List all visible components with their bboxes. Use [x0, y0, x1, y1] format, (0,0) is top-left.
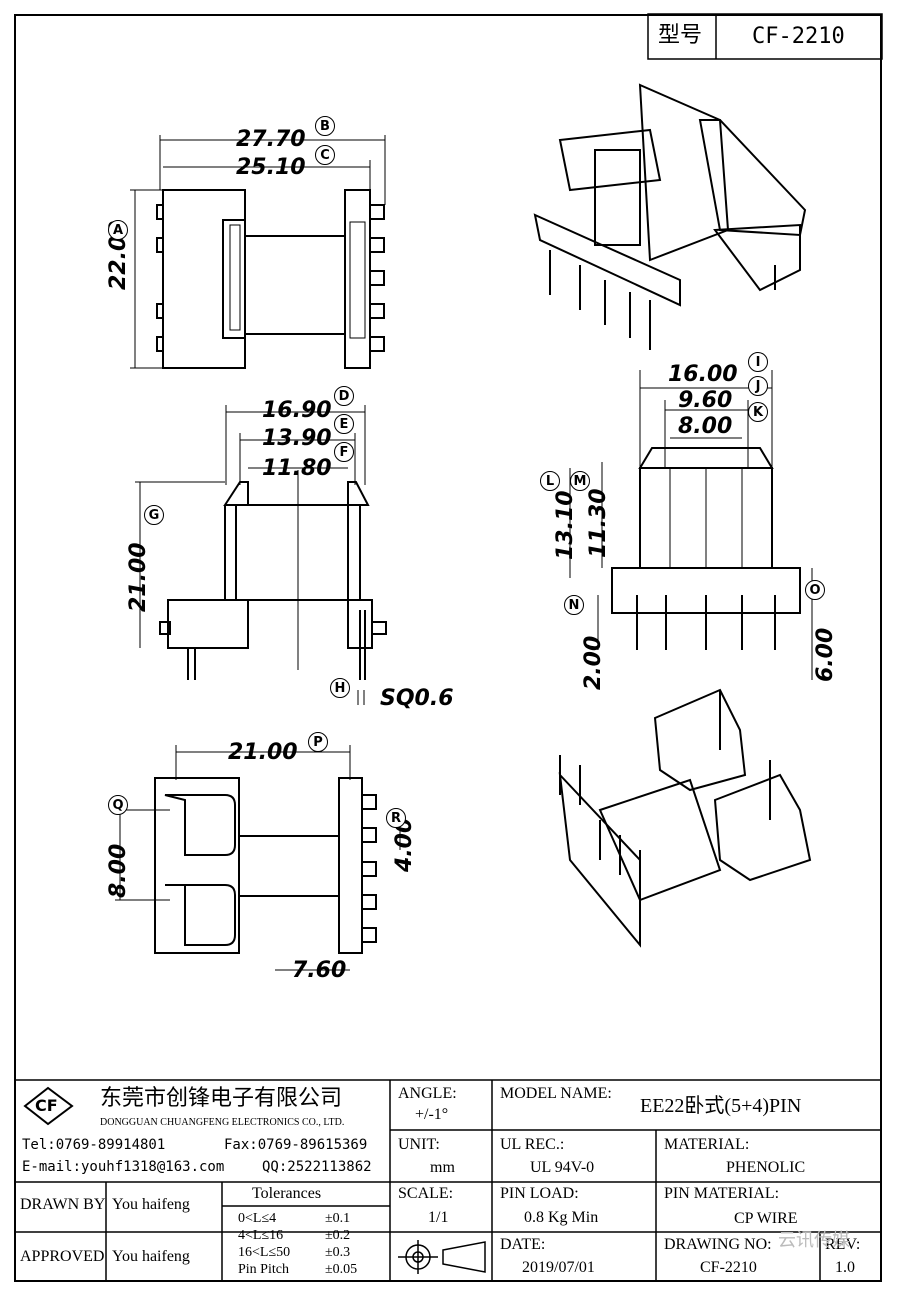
marker-l: L [540, 471, 560, 491]
tolerance-range: Pin Pitch [238, 1262, 289, 1277]
model-label: 型号 [658, 23, 703, 48]
drawing-frame [14, 14, 882, 1282]
front-view [156, 189, 385, 369]
marker-d: D [334, 386, 354, 406]
company-email: E-mail:youhf1318@163.com [22, 1159, 225, 1175]
marker-o: O [805, 580, 825, 600]
header-box [647, 13, 883, 60]
tolerance-range: 4<L≤16 [238, 1228, 284, 1243]
dim-7-60: 7.60 [292, 958, 347, 983]
dim-11-80: 11.80 [262, 456, 332, 481]
pin-material-label: PIN MATERIAL: [664, 1185, 780, 1202]
side-view [159, 481, 387, 680]
marker-p: P [308, 732, 328, 752]
dim-16-90: 16.90 [262, 398, 332, 423]
scale-value: 1/1 [428, 1209, 449, 1226]
model-name-value: EE22卧式(5+4)PIN [640, 1095, 802, 1117]
material-label: MATERIAL: [664, 1136, 750, 1153]
dim-sq: SQ0.6 [380, 686, 454, 711]
marker-c: C [315, 145, 335, 165]
dim-21-00-side: 21.00 [126, 542, 151, 612]
tolerance-value: ±0.3 [325, 1245, 351, 1260]
drawn-by-value: You haifeng [112, 1196, 190, 1213]
tolerance-range: 0<L≤4 [238, 1211, 277, 1226]
marker-i: I [748, 352, 768, 372]
pin-material-value: CP WIRE [734, 1210, 798, 1227]
approved-value: You haifeng [112, 1248, 190, 1265]
rev-value: 1.0 [835, 1259, 855, 1276]
date-value: 2019/07/01 [522, 1259, 595, 1276]
marker-g: G [144, 505, 164, 525]
model-name-label: MODEL NAME: [500, 1085, 612, 1102]
company-logo: CF [35, 1096, 58, 1115]
dim-13-10: 13.10 [553, 490, 578, 560]
material-value: PHENOLIC [726, 1159, 806, 1176]
tolerance-range: 16<L≤50 [238, 1245, 291, 1260]
company-qq: QQ:2522113862 [262, 1159, 372, 1175]
company-name-cn: 东莞市创锋电子有限公司 [100, 1086, 343, 1111]
dim-9-60: 9.60 [678, 388, 733, 413]
title-block-grid [14, 1079, 882, 1282]
unit-label: UNIT: [398, 1136, 440, 1153]
drawing-no-value: CF-2210 [700, 1259, 757, 1276]
tolerance-value: ±0.2 [325, 1228, 351, 1243]
dim-2-00: 2.00 [581, 635, 606, 690]
drawing-no-label: DRAWING NO: [664, 1236, 772, 1253]
ul-label: UL REC.: [500, 1136, 565, 1153]
dim-6-00: 6.00 [813, 627, 838, 682]
dim-16-00: 16.00 [668, 362, 738, 387]
tolerances-title: Tolerances [252, 1185, 322, 1202]
rev-label: REV: [825, 1236, 861, 1253]
drawn-by-label: DRAWN BY [20, 1196, 106, 1213]
dim-11-30: 11.30 [586, 488, 611, 558]
company-tel: Tel:0769-89914801 [22, 1137, 166, 1153]
right-view [611, 447, 801, 650]
dim-25-10: 25.10 [236, 155, 306, 180]
dim-8-00-bottom: 8.00 [106, 843, 131, 898]
tolerance-value: ±0.05 [325, 1262, 358, 1277]
marker-e: E [334, 414, 354, 434]
company-fax: Fax:0769-89615369 [224, 1137, 368, 1153]
dim-27-70: 27.70 [236, 127, 306, 152]
front-dims [130, 135, 386, 369]
marker-h: H [330, 678, 350, 698]
scale-label: SCALE: [398, 1185, 454, 1202]
dim-8-00-top: 8.00 [678, 414, 733, 439]
marker-r: R [386, 808, 406, 828]
dim-21-00-bottom: 21.00 [228, 740, 298, 765]
marker-f: F [334, 442, 354, 462]
marker-b: B [315, 116, 335, 136]
pin-load-value: 0.8 Kg Min [524, 1209, 599, 1226]
marker-a: A [108, 220, 128, 240]
iso-view-top [533, 83, 807, 350]
pin-load-label: PIN LOAD: [500, 1185, 579, 1202]
watermark: 云讯传媒 [778, 1230, 850, 1251]
marker-j: J [748, 376, 768, 396]
marker-q: Q [108, 795, 128, 815]
marker-m: M [570, 471, 590, 491]
bottom-view [154, 777, 377, 954]
dim-13-90: 13.90 [262, 426, 332, 451]
ul-value: UL 94V-0 [530, 1159, 595, 1176]
unit-value: mm [430, 1159, 455, 1176]
iso-view-bottom [558, 688, 812, 948]
company-name-en: DONGGUAN CHUANGFENG ELECTRONICS CO., LTD… [100, 1117, 345, 1128]
model-value: CF-2210 [752, 24, 845, 49]
marker-n: N [564, 595, 584, 615]
date-label: DATE: [500, 1236, 546, 1253]
angle-value: +/-1° [415, 1106, 449, 1123]
side-dims [135, 405, 366, 705]
tolerance-value: ±0.1 [325, 1211, 351, 1226]
approved-label: APPROVED [20, 1248, 105, 1265]
angle-label: ANGLE: [398, 1085, 457, 1102]
marker-k: K [748, 402, 768, 422]
